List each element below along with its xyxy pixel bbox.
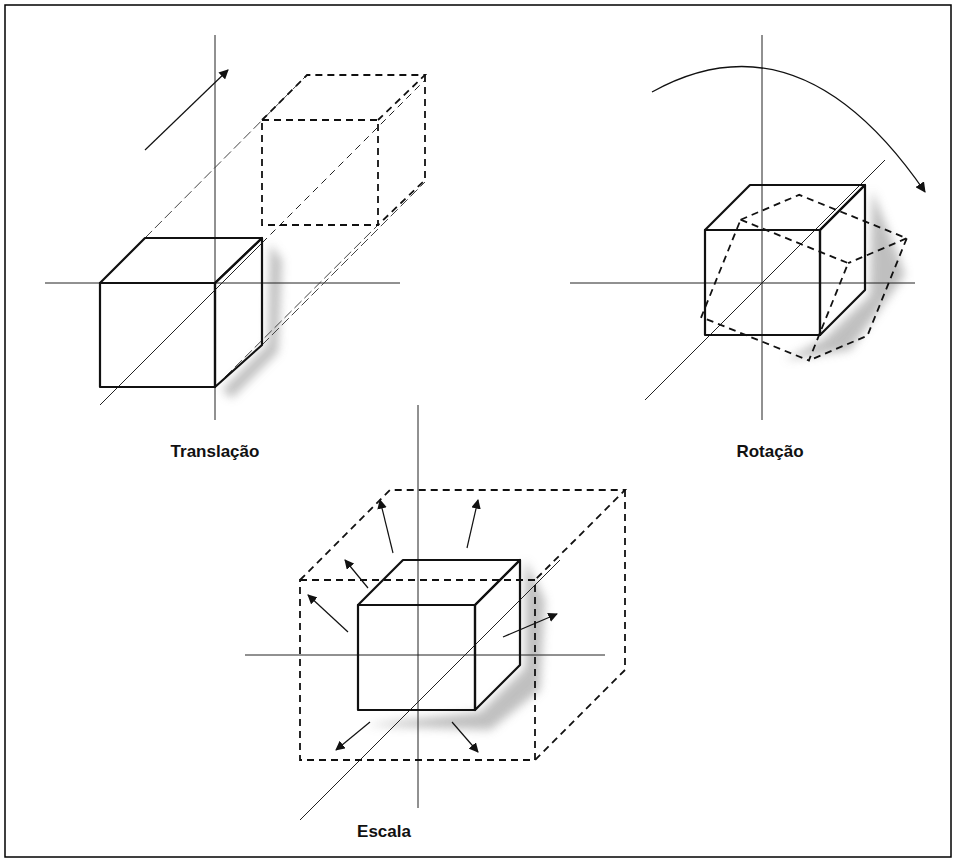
frame: [5, 5, 951, 857]
rotation-label: Rotação: [736, 442, 803, 462]
translation-label: Translação: [171, 442, 260, 462]
translation-figure: [45, 35, 425, 420]
scale-figure: [245, 405, 625, 820]
rotation-figure: [570, 35, 925, 420]
scale-label: Escala: [357, 822, 411, 842]
